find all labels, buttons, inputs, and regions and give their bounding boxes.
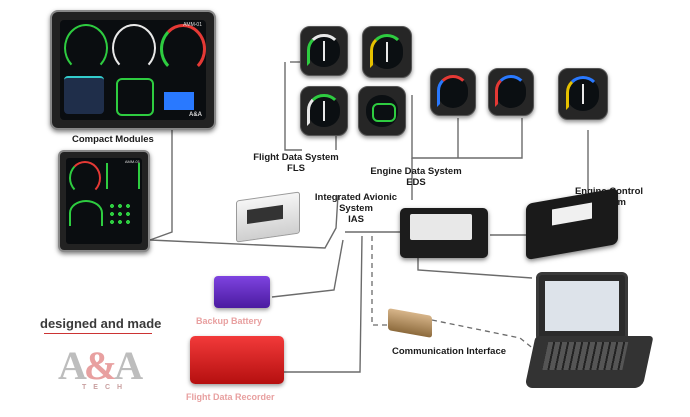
- eds-unit: [400, 208, 488, 258]
- label-fls: Flight Data System FLS: [244, 152, 348, 174]
- wire-comm-dashed: [371, 236, 388, 326]
- panel2-gauge-2: [69, 200, 103, 226]
- panel2-bars: [106, 163, 140, 189]
- label-ias-title-1: Integrated Avionic: [314, 192, 398, 203]
- panel-gauge-3: [160, 24, 206, 74]
- logo-ampersand: &: [83, 343, 117, 388]
- eds-gauge-3: [558, 68, 608, 120]
- panel-id-top: AMM-01: [183, 22, 202, 28]
- label-eds-title: Engine Data System: [370, 166, 462, 177]
- laptop: [524, 272, 654, 398]
- label-eds: Engine Data System EDS: [364, 166, 468, 188]
- panel-fuel: [164, 80, 194, 110]
- wire-recorder: [284, 235, 363, 373]
- fls-gauge-3: [362, 26, 412, 78]
- fls-gauge-2: [300, 86, 348, 136]
- compact-module-bottom: AMM-01: [56, 148, 152, 252]
- fls-gauge-1: [300, 26, 348, 76]
- label-eds-abbr: EDS: [406, 177, 426, 188]
- label-fls-abbr: FLS: [287, 163, 305, 174]
- label-ias-abbr: IAS: [348, 214, 364, 225]
- label-flight-data-recorder: Flight Data Recorder: [186, 392, 275, 402]
- label-backup-battery: Backup Battery: [196, 316, 263, 326]
- backup-battery: [214, 276, 270, 308]
- label-fls-title: Flight Data System: [253, 152, 339, 163]
- wire-battery: [271, 239, 344, 298]
- brand-logo: A&A TECH: [58, 342, 154, 394]
- eds-gauge-1: [430, 68, 476, 116]
- panel-gauge-2: [112, 24, 156, 72]
- fls-gauge-4: [358, 86, 406, 136]
- fls-unit: [236, 191, 300, 243]
- panel-horizon: [64, 76, 104, 114]
- flight-data-recorder: [190, 336, 284, 384]
- panel-gauge-1: [64, 24, 108, 72]
- panel2-dots: [108, 202, 134, 226]
- brand-tagline: designed and made: [40, 316, 162, 331]
- wire-laptop: [417, 258, 533, 279]
- panel-id-bottom: AMM-01: [124, 159, 140, 164]
- logo-letter-a1: A: [58, 343, 87, 388]
- wire-fls-to-gauges: [284, 62, 302, 151]
- wire-eds-gauges: [411, 95, 523, 159]
- label-communication-interface: Communication Interface: [392, 346, 507, 357]
- panel-logo: A&A: [189, 112, 202, 118]
- wire-compact-modules: [149, 125, 339, 249]
- brand-divider: [44, 333, 152, 334]
- logo-sub: TECH: [82, 384, 130, 391]
- label-compact-modules: Compact Modules: [72, 134, 154, 145]
- panel-bars: [116, 78, 154, 116]
- panel2-gauge-1: [69, 161, 101, 195]
- label-ias-title-2: System: [339, 203, 373, 214]
- compact-module-top: AMM-01 A&A: [44, 2, 222, 134]
- label-ias: Integrated Avionic System IAS: [302, 192, 410, 225]
- eds-gauge-2: [488, 68, 534, 116]
- logo-letter-a2: A: [114, 343, 143, 388]
